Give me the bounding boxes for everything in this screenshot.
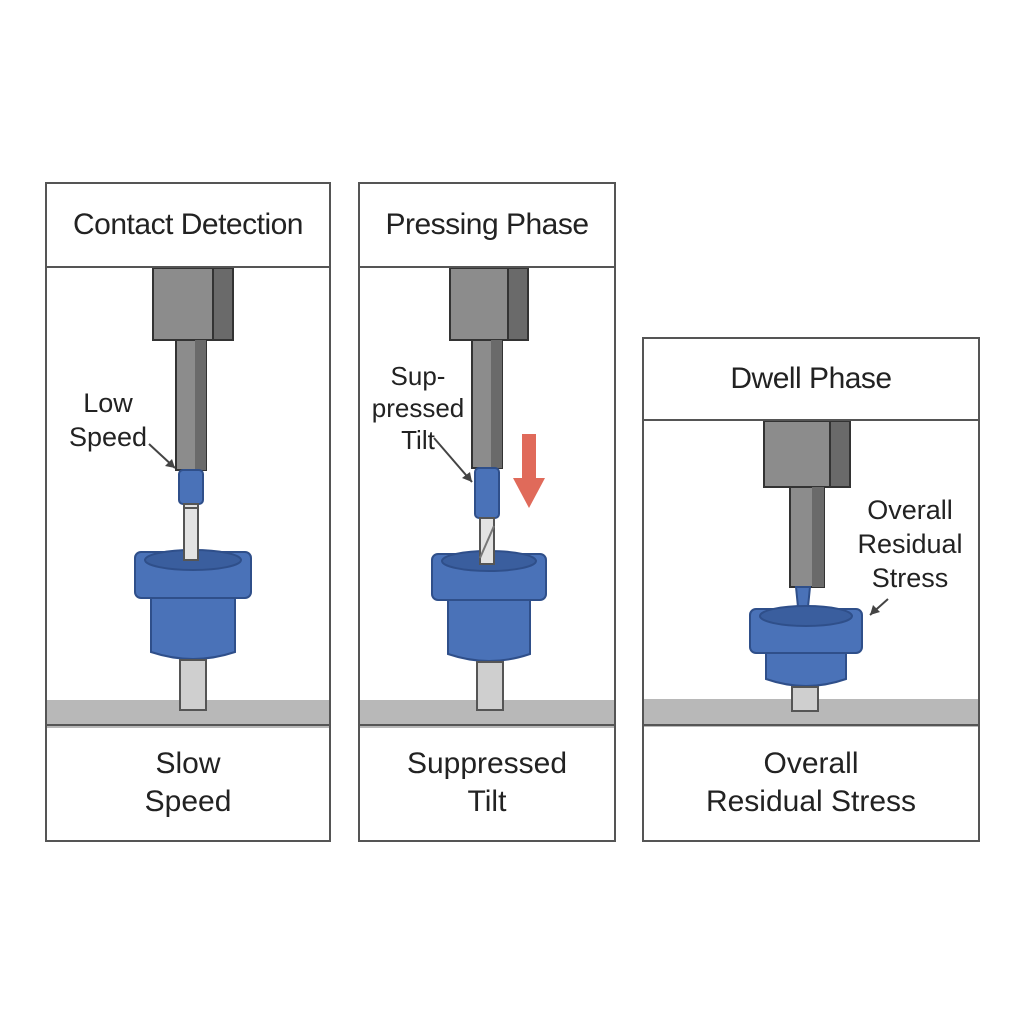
panel-pressing-phase: Pressing Phase Sup- pressed Tilt Suppres… [358,182,616,842]
panel-title: Pressing Phase [360,184,614,268]
blue-tip [178,469,204,505]
residual-stress-label: Overall Residual Stress [857,495,963,593]
panel-caption: Overall Residual Stress [644,724,978,840]
dwell-phase-figure [644,421,978,727]
panel-dwell-phase: Dwell Phase Overall Residual Stress Over… [642,337,980,842]
panel-title-text: Dwell Phase [730,362,892,395]
suppressed-tilt-label: Sup- pressed Tilt [371,361,465,455]
panel-title: Dwell Phase [644,339,978,421]
panel-title-text: Pressing Phase [385,208,589,241]
panel-caption: Slow Speed [47,724,329,840]
leader-arrow-icon [433,437,473,483]
lower-pin [179,659,207,711]
panel-title: Contact Detection [47,184,329,268]
down-arrow-icon [522,434,536,480]
lower-pin [476,661,504,711]
panel-contact-detection: Contact Detection Low Speed Slow Speed [45,182,331,842]
panel-title-text: Contact Detection [73,208,303,241]
contact-detection-figure [47,268,329,728]
low-speed-label: Low Speed [68,388,148,452]
blue-tip [474,467,500,519]
lower-pin [791,686,819,712]
panel-caption: Suppressed Tilt [360,724,614,840]
pressing-phase-figure [360,268,614,728]
